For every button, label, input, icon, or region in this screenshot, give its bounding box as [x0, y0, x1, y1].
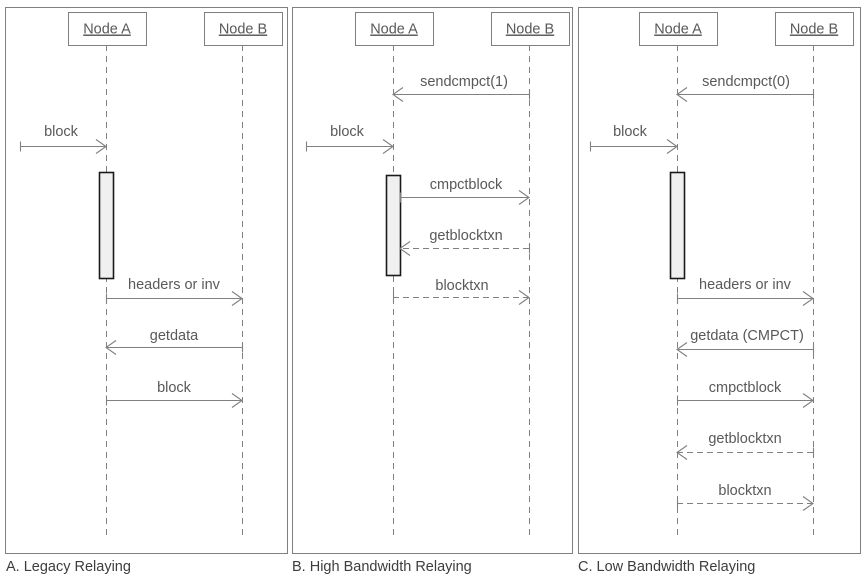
message-label: block	[44, 124, 79, 140]
message-label: block	[613, 124, 648, 140]
message-arrowhead	[676, 445, 688, 460]
panel-frame	[292, 7, 573, 554]
panel-panel-a: Node A Node B block headers or inv getdata bl…	[5, 7, 288, 554]
message-arrowhead	[666, 139, 678, 154]
participant-box-node-a	[355, 12, 434, 46]
panel-panel-c: Node A Node B sendcmpct(0) block headers or …	[578, 7, 861, 554]
activation-bar	[669, 171, 686, 280]
message-label: getblocktxn	[708, 431, 781, 447]
message-arrowhead	[399, 241, 411, 256]
message-arrowhead	[802, 291, 814, 306]
message-label: headers or inv	[128, 277, 221, 293]
participant-label-node-a: Node A	[654, 22, 702, 38]
message-arrowhead	[518, 190, 530, 205]
message-label: sendcmpct(0)	[702, 74, 790, 90]
message-arrowhead	[382, 139, 394, 154]
message-label: getdata	[150, 328, 199, 344]
message-arrowhead	[676, 87, 688, 102]
activation-bar	[98, 171, 115, 280]
participant-box-node-a	[68, 12, 147, 46]
message-label: cmpctblock	[430, 177, 503, 193]
participant-label-node-b: Node B	[790, 22, 838, 38]
participant-label-node-a: Node A	[370, 22, 418, 38]
participant-box-node-b	[775, 12, 854, 46]
participant-box-node-a	[639, 12, 718, 46]
participant-label-node-b: Node B	[219, 22, 267, 38]
message-label: blocktxn	[718, 483, 771, 499]
message-arrowhead	[676, 342, 688, 357]
activation-bar	[385, 174, 402, 277]
message-arrowhead	[518, 290, 530, 305]
panel-caption: A. Legacy Relaying	[6, 559, 131, 575]
message-arrowhead	[802, 393, 814, 408]
message-label: getblocktxn	[429, 228, 502, 244]
message-label: blocktxn	[435, 278, 488, 294]
participant-label-node-a: Node A	[83, 22, 131, 38]
participant-box-node-b	[491, 12, 570, 46]
panel-panel-b: Node A Node B sendcmpct(1) block cmpctblock g…	[292, 7, 573, 554]
participant-label-node-b: Node B	[506, 22, 554, 38]
panel-frame	[5, 7, 288, 554]
message-label: block	[157, 380, 192, 396]
message-label: headers or inv	[699, 277, 792, 293]
message-arrowhead	[231, 393, 243, 408]
panel-frame	[578, 7, 861, 554]
message-label: sendcmpct(1)	[420, 74, 508, 90]
message-arrowhead	[231, 291, 243, 306]
message-label: cmpctblock	[709, 380, 782, 396]
message-arrowhead	[392, 87, 404, 102]
panel-caption: C. Low Bandwidth Relaying	[578, 559, 755, 575]
panel-caption: B. High Bandwidth Relaying	[292, 559, 472, 575]
message-arrowhead	[802, 496, 814, 511]
participant-box-node-b	[204, 12, 283, 46]
message-arrowhead	[105, 340, 117, 355]
message-label: block	[330, 124, 365, 140]
message-arrowhead	[95, 139, 107, 154]
message-label: getdata (CMPCT)	[690, 328, 804, 344]
